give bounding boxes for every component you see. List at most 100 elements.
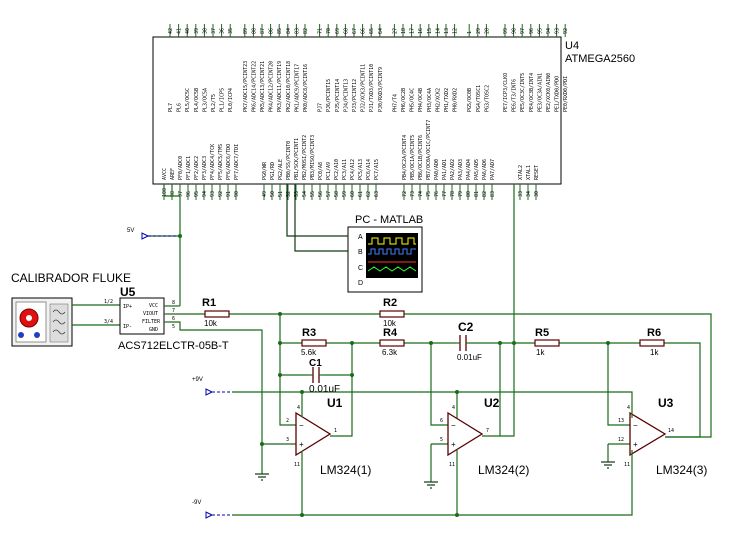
- mcu-pin-number: 28: [484, 28, 490, 34]
- mcu-pin-name: PF4/ADC4/TCK: [210, 144, 216, 180]
- mcu-pin-name: PL7: [168, 103, 174, 112]
- junction-dot: [260, 442, 264, 446]
- opamp-u3[interactable]: − + 4 13 12 14 11 U3 LM324(3): [618, 396, 707, 477]
- capacitor-c1[interactable]: C1 0.01uF: [308, 358, 340, 395]
- sensor-body: [119, 297, 165, 335]
- mcu-pin-name: PC2/A10: [334, 159, 340, 180]
- sensor-pinnum-4: 7: [172, 308, 175, 314]
- power-5v: 5V: [127, 228, 176, 240]
- mcu-pin-number: 30: [534, 191, 540, 197]
- wire-u1-inverting: [279, 314, 296, 426]
- mcu-pin-number: 83: [294, 28, 300, 34]
- mcu-pin-number: 82: [482, 191, 488, 197]
- ground-icon: [601, 461, 615, 469]
- mcu-pin-number: 62: [366, 191, 372, 197]
- mcu-pin-number: 29: [476, 28, 482, 34]
- current-sensor-u5[interactable]: U5 ACS712ELCTR-05B-T IP+ IP- VCC VIOUT F…: [104, 285, 229, 352]
- mcu-pin-number: 50: [270, 191, 276, 197]
- mcu-pin-name: PC7/A15: [374, 159, 380, 180]
- mcu-pin-name: PK2/ADC10/PCINT18: [286, 61, 292, 112]
- mcu-pin-number: 81: [474, 191, 480, 197]
- mcu-pin-number: 60: [350, 191, 356, 197]
- mcu-pin-name: PE5/OC3C/INT5: [520, 73, 526, 112]
- mcu-pin-number: 76: [434, 191, 440, 197]
- power-5v-label: 5V: [127, 228, 134, 234]
- opamp-u1-pin: 11: [294, 462, 300, 468]
- resistor-r6-body: [639, 339, 665, 347]
- opamp-u3-pin: 13: [618, 418, 624, 424]
- r1-value: 10k: [204, 319, 218, 328]
- resistor-r6[interactable]: R6 1k: [639, 327, 665, 357]
- mcu-pin-number: 78: [450, 191, 456, 197]
- r4-ref: R4: [383, 327, 398, 339]
- mcu-pin-number: 37: [211, 28, 217, 34]
- mcu-pin-name: PB0/SS/PCINT0: [286, 141, 292, 180]
- mcu-pin-name: PE0/RXD0/PDI: [563, 76, 569, 112]
- sensor-pinnum-5: 6: [172, 316, 175, 322]
- r5-ref: R5: [535, 327, 549, 339]
- junction-dot: [498, 341, 502, 345]
- mcu-pin-name: PJ1/TXD3/PCINT10: [369, 64, 375, 112]
- mcu-pin-number: 97: [520, 28, 526, 34]
- mcu-pin-name: PE6/T3/INT6: [512, 79, 518, 112]
- trace-green: [367, 266, 417, 272]
- mcu-pin-name: PF2/ADC2: [194, 156, 200, 180]
- calibrator-fluke[interactable]: CALIBRADOR FLUKE: [11, 271, 131, 347]
- r1-ref: R1: [202, 297, 216, 309]
- mcu-pin-name: PC4/A12: [350, 159, 356, 180]
- mcu-pin-name: PL6: [177, 103, 183, 112]
- mcu-pin-number: 17: [410, 28, 416, 34]
- opamp-u2-pin: 7: [486, 428, 489, 434]
- mcu-pin-number: 33: [518, 191, 524, 197]
- mcu-pin-number: 87: [260, 28, 266, 34]
- mcu-pin-number: 58: [334, 191, 340, 197]
- mcu-ref-label: U4: [565, 40, 579, 52]
- resistor-r2-body: [379, 310, 405, 318]
- mcu-pin-name: PH4/OC4B: [418, 88, 424, 112]
- mcu-pin-name: PA5/AD5: [474, 159, 480, 180]
- opamp-u1-part: LM324(1): [320, 463, 371, 477]
- mcu-pin-number: 36: [220, 28, 226, 34]
- mcu-pin-number: 90: [234, 191, 240, 197]
- junction-dot: [350, 341, 354, 345]
- mcu-pin-number: 93: [210, 191, 216, 197]
- mcu-pin-number: 61: [358, 191, 364, 197]
- mcu-pin-name: PC3/A11: [342, 159, 348, 180]
- mcu-pin-name: PH1/TXD2: [444, 88, 450, 112]
- resistor-r3[interactable]: R3 5.6k: [301, 327, 327, 357]
- mcu-pin-name: PB7/OC0A/OC1C/PCINT7: [426, 120, 432, 180]
- mcu-pin-name: PB6/OC1B/PCINT6: [418, 135, 424, 180]
- scope-channel-label: B: [358, 249, 363, 256]
- resistor-r5[interactable]: R5 1k: [534, 327, 560, 357]
- r5-value: 1k: [536, 348, 545, 357]
- mcu-pin-name: PH0/RXD2: [453, 88, 459, 112]
- junction-dot: [278, 312, 282, 316]
- opamp-u1-pin: 1: [334, 428, 337, 434]
- opamp-u1[interactable]: − + 4 2 3 1 11 U1 LM324(1): [286, 396, 371, 477]
- mcu-bottom-pins: 100AVCC98AREF97PF0/ADC096PF1/ADC195PF2/A…: [162, 120, 540, 200]
- mcu-pin-number: 49: [262, 191, 268, 197]
- resistor-r4[interactable]: R4 6.3k: [379, 327, 405, 357]
- mcu-pin-number: 13: [444, 28, 450, 34]
- power-pos9v-label: +9V: [192, 377, 203, 383]
- resistor-r1[interactable]: R1 10k: [202, 297, 230, 328]
- mcu-pin-number: 75: [426, 191, 432, 197]
- r6-ref: R6: [647, 327, 661, 339]
- capacitor-c2[interactable]: C2 0.01uF: [455, 320, 482, 362]
- mcu-pin-name: PK4/ADC12/PCINT20: [269, 61, 275, 112]
- mcu-pin-name: PC0/A8: [318, 162, 324, 180]
- c2-ref: C2: [458, 320, 474, 334]
- mcu-pin-name: PL1/ICP5: [220, 88, 226, 112]
- mcu-pin-name: PH2/XCK2: [435, 88, 441, 112]
- mcu-pin-number: 57: [326, 191, 332, 197]
- mcu-atmega2560[interactable]: U4 ATMEGA2560 42PL741PL640PL5/OC5C39PL4/…: [152, 24, 635, 200]
- opamp-u2-plus: +: [451, 440, 456, 449]
- mcu-pin-number: 53: [294, 191, 300, 197]
- wires: [148, 184, 712, 516]
- wire-vpos-rail: [232, 391, 633, 410]
- resistor-r4-body: [379, 339, 405, 347]
- opamp-u3-pin: 12: [618, 437, 624, 443]
- opamp-u2[interactable]: − + 4 6 5 7 11 U2 LM324(2): [440, 396, 529, 477]
- resistor-r2[interactable]: R2 10k: [379, 297, 405, 328]
